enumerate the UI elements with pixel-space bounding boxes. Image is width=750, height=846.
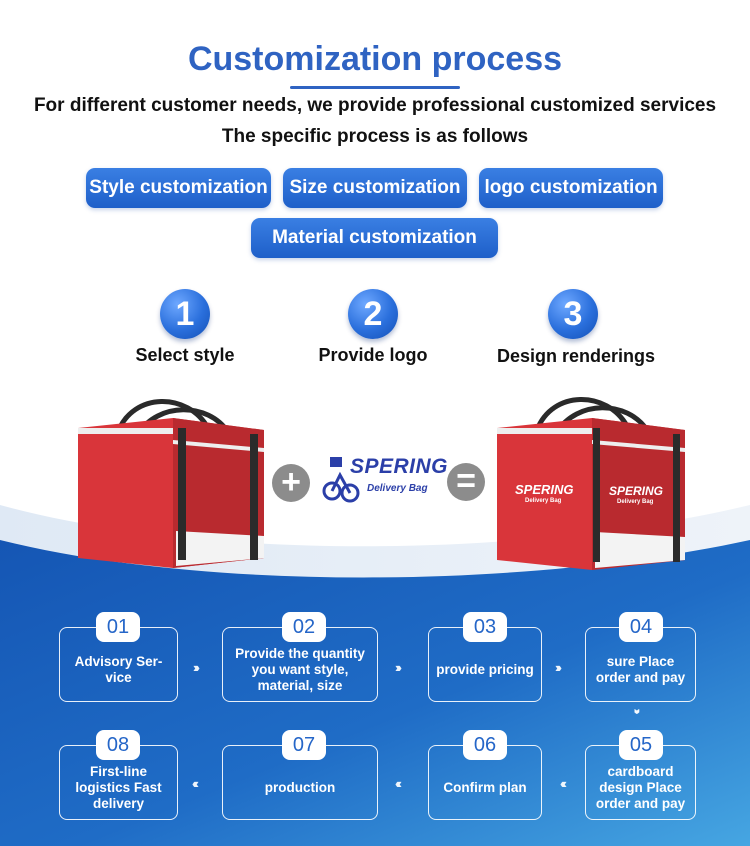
process-box-02: Provide the quantity you want style, mat… bbox=[222, 627, 378, 702]
process-number-05: 05 bbox=[619, 730, 663, 760]
process-label-05: cardboard design Place order and pay bbox=[595, 763, 686, 811]
step-1-label: Select style bbox=[135, 345, 235, 365]
logo-sub-text: Delivery Bag bbox=[367, 483, 428, 494]
process-number-02: 02 bbox=[282, 612, 326, 642]
plus-icon: + bbox=[272, 464, 310, 502]
process-label-02: Provide the quantity you want style, mat… bbox=[235, 645, 365, 693]
process-number-01: 01 bbox=[96, 612, 140, 642]
style-customization-pill: Style customization bbox=[86, 168, 271, 208]
bag-front-sub: Delivery Bag bbox=[525, 498, 562, 504]
process-number-04: 04 bbox=[619, 612, 663, 642]
process-number-06: 06 bbox=[463, 730, 507, 760]
plain-delivery-bag-image bbox=[78, 399, 264, 568]
process-number-07: 07 bbox=[282, 730, 326, 760]
process-number-08: 08 bbox=[96, 730, 140, 760]
size-customization-pill: Size customization bbox=[283, 168, 467, 208]
material-customization-pill: Material customization bbox=[251, 218, 498, 258]
process-label-01: Advisory Ser- vice bbox=[74, 653, 163, 685]
bag-side-sub: Delivery Bag bbox=[617, 499, 654, 505]
process-label-03: provide pricing bbox=[436, 661, 534, 677]
title-underline bbox=[290, 86, 460, 89]
process-label-06: Confirm plan bbox=[443, 779, 527, 795]
cyclist-icon bbox=[322, 457, 360, 503]
arrow-right-icon: ››› bbox=[193, 660, 200, 675]
page-title: Customization process bbox=[187, 40, 563, 78]
arrow-right-icon: ››› bbox=[555, 660, 562, 675]
spering-logo: SPERING Delivery Bag bbox=[322, 455, 448, 515]
step-2-label: Provide logo bbox=[318, 345, 428, 365]
step-3-badge: 3 bbox=[548, 289, 598, 339]
process-box-01: Advisory Ser- vice bbox=[59, 627, 178, 702]
step-1-badge: 1 bbox=[160, 289, 210, 339]
logo-brand-text: SPERING bbox=[350, 455, 449, 478]
step-2-badge: 2 bbox=[348, 289, 398, 339]
process-label-04: sure Place order and pay bbox=[595, 653, 686, 685]
subtitle-line-2: The specific process is as follows bbox=[221, 126, 529, 147]
bag-side-brand: SPERING bbox=[609, 484, 664, 498]
process-label-07: production bbox=[264, 779, 336, 795]
logo-customization-pill: logo customization bbox=[479, 168, 663, 208]
arrow-down-icon: ››› bbox=[630, 708, 645, 712]
subtitle-line-1: For different customer needs, we provide… bbox=[33, 95, 717, 116]
process-number-03: 03 bbox=[463, 612, 507, 642]
arrow-left-icon: ‹‹‹ bbox=[560, 776, 567, 791]
arrow-left-icon: ‹‹‹ bbox=[395, 776, 402, 791]
bag-front-brand: SPERING bbox=[515, 482, 574, 497]
process-box-08: First-line logistics Fast delivery bbox=[59, 745, 178, 820]
branded-delivery-bag-image: SPERING Delivery Bag SPERING Delivery Ba… bbox=[497, 396, 687, 572]
process-box-04: sure Place order and pay bbox=[585, 627, 696, 702]
process-label-08: First-line logistics Fast delivery bbox=[75, 763, 162, 811]
equals-icon: = bbox=[447, 463, 485, 501]
step-3-label: Design renderings bbox=[496, 346, 656, 366]
arrow-right-icon: ››› bbox=[395, 660, 402, 675]
arrow-left-icon: ‹‹‹ bbox=[192, 776, 199, 791]
